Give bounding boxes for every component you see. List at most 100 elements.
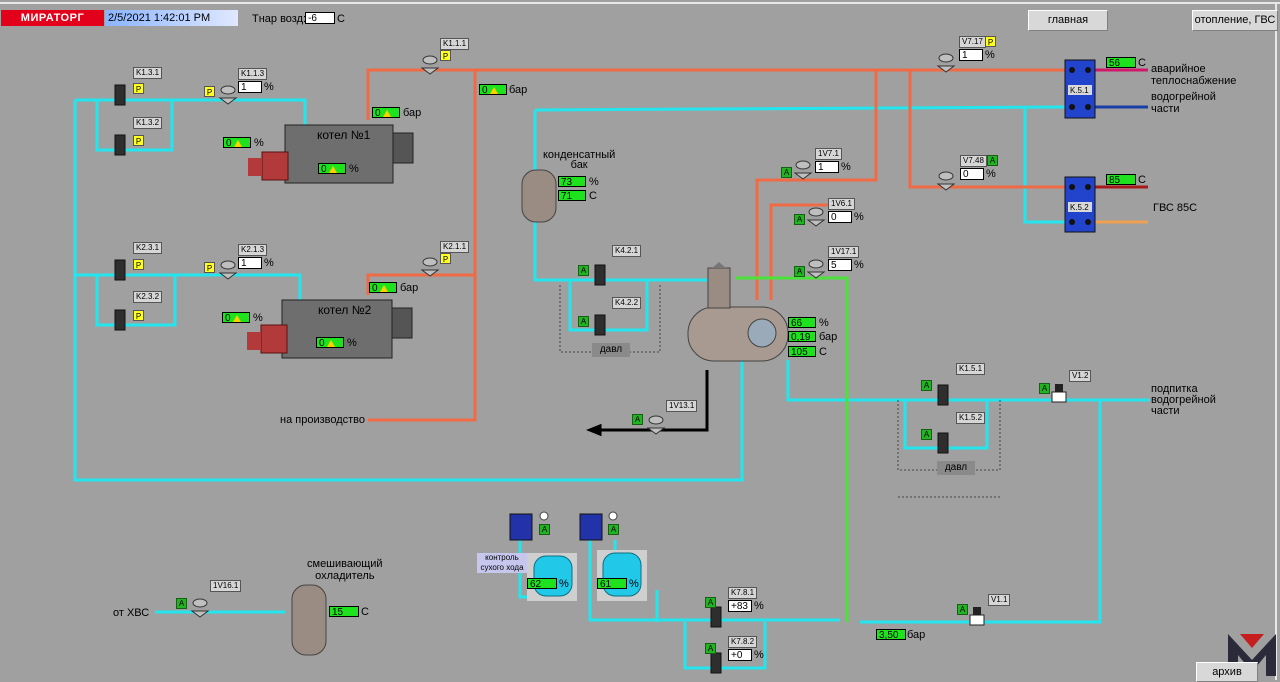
deaerator-graphic xyxy=(687,262,789,362)
from-cold-water-label: от ХВС xyxy=(113,607,150,619)
dry-run-control-label: контроль сухого хода xyxy=(477,553,527,573)
valve-v717-value: 1 xyxy=(959,49,983,61)
boiler-1-burner-unit: % xyxy=(254,137,264,149)
pump-k781-value: +83 xyxy=(728,600,752,612)
pump-k782-value: +0 xyxy=(728,649,752,661)
boiler-1-pressure-unit: бар xyxy=(403,107,422,119)
main-button[interactable]: главная xyxy=(1028,10,1108,31)
valve-1v161-mode: A xyxy=(176,598,187,609)
heat-exchanger-k52-label: K.5.2 xyxy=(1070,203,1089,212)
valve-1v131-tag[interactable]: 1V13.1 xyxy=(666,400,698,412)
valve-v12-mode: A xyxy=(1039,383,1050,394)
valve-v717-unit: % xyxy=(985,49,995,61)
main-pressure: 0 xyxy=(479,84,507,96)
dry-run-1-mode: A xyxy=(539,524,550,535)
valve-1v61-mode: A xyxy=(794,214,805,225)
pump-k231-mode: P xyxy=(133,259,144,270)
valve-1v171-mode: A xyxy=(794,266,805,277)
pump-k232-tag[interactable]: K2.3.2 xyxy=(133,291,163,303)
valve-1v71-mode: A xyxy=(781,167,792,178)
valve-v11-tag[interactable]: V1.1 xyxy=(988,594,1011,606)
solenoid-valves xyxy=(969,384,1067,626)
pump-k782-unit: % xyxy=(754,649,764,661)
boiler-2-graphic xyxy=(247,299,413,359)
mixer-label: смешивающий охладитель xyxy=(307,558,383,582)
mixer-graphic xyxy=(291,584,327,656)
boiler-2-pct-unit: % xyxy=(347,337,357,349)
boiler-1-pct-unit: % xyxy=(349,163,359,175)
heating-dhw-button[interactable]: отопление, ГВС xyxy=(1192,10,1278,31)
deaerator-level: 66 xyxy=(788,317,816,329)
pump-k422-tag[interactable]: K4.2.2 xyxy=(612,297,642,309)
feed-water-pipes xyxy=(735,276,849,622)
pump-k232-mode: P xyxy=(133,310,144,321)
valve-v717-mode: P xyxy=(985,36,996,47)
pump-k781-tag[interactable]: K7.8.1 xyxy=(728,587,758,599)
valve-1v171-tag[interactable]: 1V17.1 xyxy=(828,246,860,258)
pump-k132-tag[interactable]: K1.3.2 xyxy=(133,117,163,129)
boiler-1-burner-pct: 0 xyxy=(223,137,251,149)
pump-k152-mode: A xyxy=(921,429,932,440)
water-heating-label: водогрейной части xyxy=(1151,91,1216,115)
valve-k113-unit: % xyxy=(264,81,274,93)
valve-1v171-value: 5 xyxy=(828,259,852,271)
valve-1v71-tag[interactable]: 1V7.1 xyxy=(815,148,842,160)
valve-1v131-mode: A xyxy=(632,414,643,425)
dry-run-sensors xyxy=(509,513,603,541)
filter-1-level: 62 xyxy=(527,578,557,590)
boiler-2-burner-pct: 0 xyxy=(222,312,250,324)
valve-k113-tag[interactable]: K1.1.3 xyxy=(238,68,268,80)
outdoor-temp-value: -6 xyxy=(305,12,335,24)
emergency-heat-label: аварийное теплоснабжение xyxy=(1151,63,1237,87)
pump-k782-tag[interactable]: K7.8.2 xyxy=(728,636,758,648)
archive-button[interactable]: архив xyxy=(1196,662,1258,682)
pump-k131-tag[interactable]: K1.3.1 xyxy=(133,67,163,79)
valve-1v161-tag[interactable]: 1V16.1 xyxy=(210,580,242,592)
valve-1v171-unit: % xyxy=(854,259,864,271)
deaerator-pressure: 0,19 xyxy=(788,331,816,343)
pump-k421-tag[interactable]: K4.2.1 xyxy=(612,245,642,257)
deaerator-level-unit: % xyxy=(819,317,829,329)
valve-v748-unit: % xyxy=(986,168,996,180)
valve-bodies xyxy=(190,53,956,618)
hot-water-pipes xyxy=(366,68,1065,422)
valve-v12-tag[interactable]: V1.2 xyxy=(1069,370,1092,382)
valve-k213-tag[interactable]: K2.1.3 xyxy=(238,244,268,256)
valve-k213-value: 1 xyxy=(238,257,262,269)
deaerator-temp: 105 xyxy=(788,346,816,358)
boiler-2-burner-unit: % xyxy=(253,312,263,324)
filter-1-graphic xyxy=(527,553,577,601)
pump-k231-tag[interactable]: K2.3.1 xyxy=(133,242,163,254)
valve-v748-tag[interactable]: V7.48 xyxy=(960,155,987,167)
pump-k781-unit: % xyxy=(754,600,764,612)
valve-v748-value: 0 xyxy=(960,168,984,180)
valve-k211-tag[interactable]: K2.1.1 xyxy=(440,241,470,253)
mixer-temp: 15 xyxy=(329,606,359,618)
drain-pipe xyxy=(585,370,709,437)
heat-exchanger-k52-graphic xyxy=(1064,176,1096,233)
valve-k113-value: 1 xyxy=(238,81,262,93)
filter-2-graphic xyxy=(597,550,647,601)
valve-1v61-tag[interactable]: 1V6.1 xyxy=(828,198,855,210)
condensate-tank-label: конденсатный бак xyxy=(543,149,616,171)
valve-1v61-value: 0 xyxy=(828,211,852,223)
outdoor-temp-label: Тнар возд: xyxy=(252,13,307,25)
line-pressure: 3,50 xyxy=(876,629,906,641)
filter-2-level-unit: % xyxy=(629,578,639,590)
pump-bodies xyxy=(114,84,949,674)
pump-k781-mode: A xyxy=(705,597,716,608)
valve-v717-tag[interactable]: V7.17 xyxy=(959,36,986,48)
mixer-temp-unit: С xyxy=(361,606,369,618)
pump-k152-tag[interactable]: K1.5.2 xyxy=(956,412,986,424)
heat-exchanger-k51-graphic xyxy=(1064,59,1096,119)
valve-1v71-value: 1 xyxy=(815,161,839,173)
pump-k151-tag[interactable]: K1.5.1 xyxy=(956,363,986,375)
deaerator-temp-unit: С xyxy=(819,346,827,358)
line-pressure-unit: бар xyxy=(907,629,926,641)
heat-exchanger-k52-temp-unit: С xyxy=(1138,174,1146,186)
makeup-label: подпитка водогрейной части xyxy=(1151,383,1216,417)
valve-k111-tag[interactable]: K1.1.1 xyxy=(440,38,470,50)
dry-run-2-mode: A xyxy=(608,524,619,535)
deaerator-pressure-unit: бар xyxy=(819,331,838,343)
